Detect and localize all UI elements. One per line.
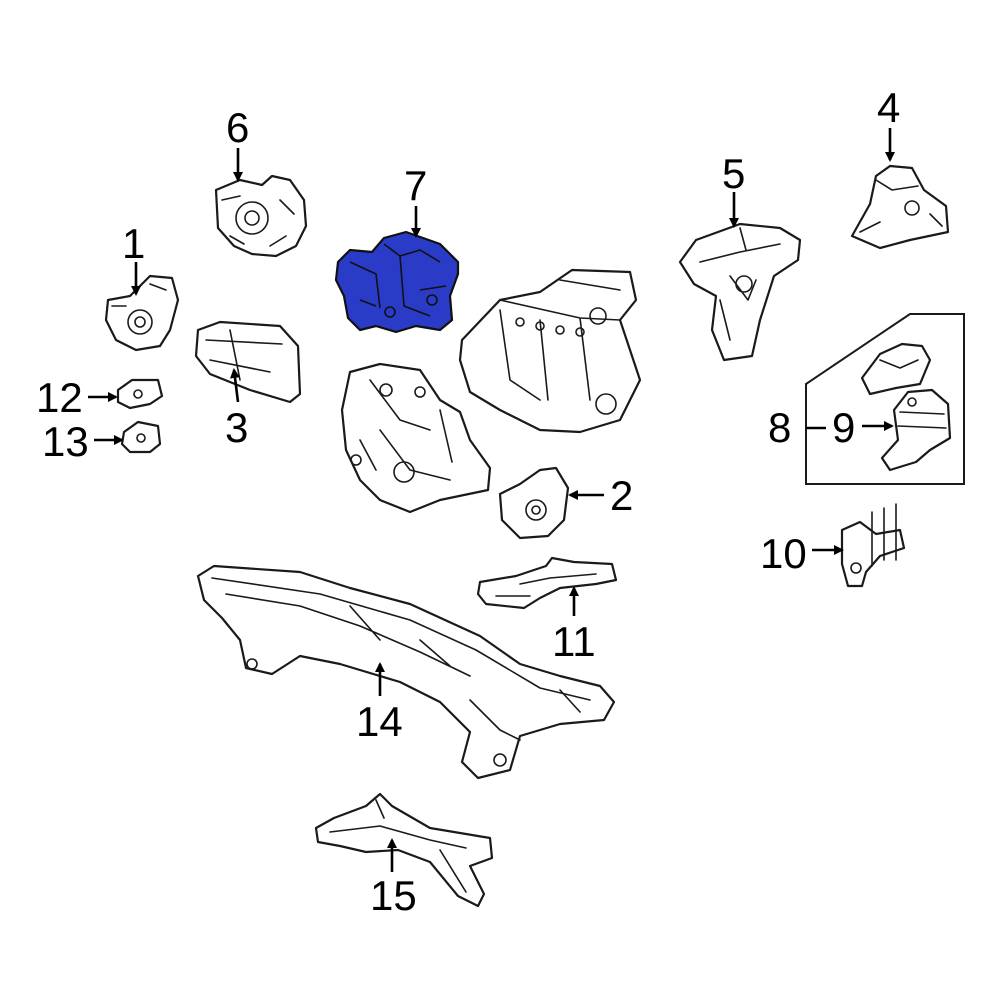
part-11-bracket[interactable] xyxy=(476,556,618,610)
part-12-bracket[interactable] xyxy=(116,378,164,410)
callout-8: 8 xyxy=(768,404,791,451)
part-13-bracket[interactable] xyxy=(120,420,162,454)
part-5-mount-bracket[interactable] xyxy=(678,222,802,362)
callout-10: 10 xyxy=(760,530,807,577)
transmission-bracket-assembly xyxy=(340,362,492,514)
callout-4: 4 xyxy=(877,84,900,131)
callout-5: 5 xyxy=(722,150,745,197)
callout-12: 12 xyxy=(36,374,83,421)
callout-15: 15 xyxy=(370,872,417,919)
callout-14: 14 xyxy=(356,698,403,745)
part-10-bracket[interactable] xyxy=(840,503,906,588)
part-6-engine-mount[interactable] xyxy=(214,174,308,258)
part-2-mount[interactable] xyxy=(498,466,570,540)
part-3-bracket[interactable] xyxy=(194,320,302,404)
callout-arrows xyxy=(88,128,895,872)
engine-block xyxy=(458,268,642,434)
callout-2: 2 xyxy=(610,472,633,519)
part-4-mount[interactable] xyxy=(850,164,950,250)
callout-7: 7 xyxy=(404,162,427,209)
callout-9: 9 xyxy=(832,404,855,451)
part-15-crossmember[interactable] xyxy=(314,792,494,908)
inset-box xyxy=(805,313,965,485)
callout-13: 13 xyxy=(42,418,89,465)
callout-11: 11 xyxy=(552,618,596,665)
part-14-subframe[interactable] xyxy=(196,564,616,780)
callout-1: 1 xyxy=(122,220,145,267)
callout-6: 6 xyxy=(226,104,249,151)
part-1-mount[interactable] xyxy=(104,274,180,352)
part-7-body xyxy=(334,230,460,334)
part-9-mount[interactable] xyxy=(880,388,952,472)
part-7-mount-bracket-highlighted[interactable] xyxy=(334,230,460,334)
callout-3: 3 xyxy=(225,404,248,451)
